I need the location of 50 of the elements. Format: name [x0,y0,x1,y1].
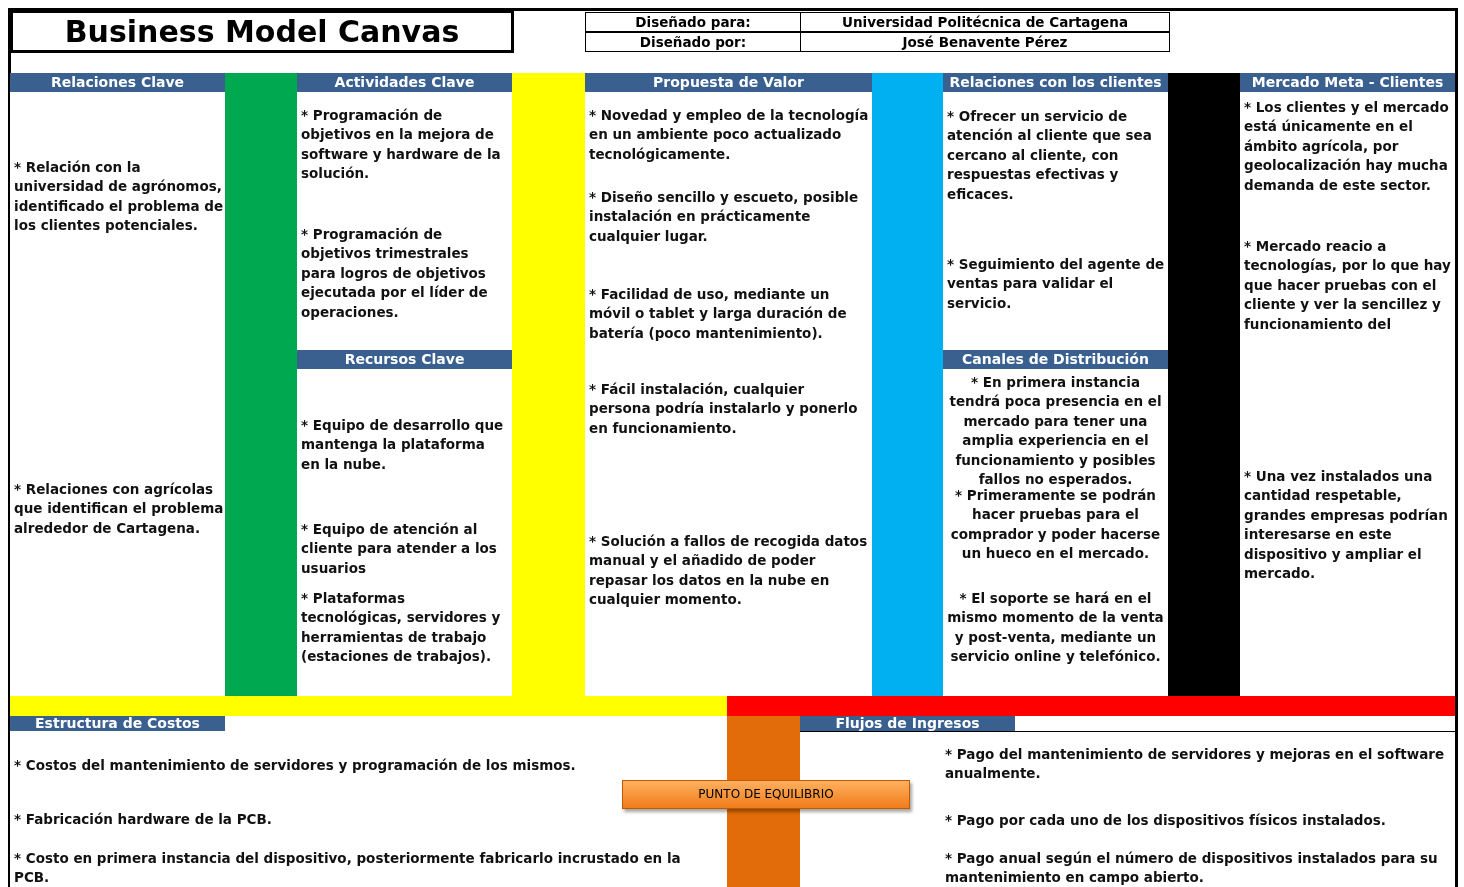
divider-bar [727,696,1455,716]
section-heading: Canales de Distribución [943,350,1168,369]
section-heading: Recursos Clave [297,350,512,369]
bullet-text: * Equipo de atención al cliente para atender a los usuarios [301,520,498,578]
bullet-text: * Costo en primera instancia del dispositivo, posteriormente fabricarlo incrustado en la PCB. [14,849,682,887]
divider-bar [512,73,585,696]
bullet-text: * Equipo de desarrollo que mantenga la plataforma en la nube. [301,416,505,474]
table-cell: José Benavente Pérez [800,32,1170,52]
bullet-text: * El soporte se hará en el mismo momento de la venta y post-venta, mediante un servicio online y telefónico. [946,589,1165,667]
section-heading: Flujos de Ingresos [800,716,1015,731]
bullet-text: * Plataformas tecnológicas, servidores y herramientas de trabajo (estaciones de trabajos). [301,589,502,667]
bullet-text: * Ofrecer un servicio de atención al cliente que sea cercano al cliente, con respuestas efectivas y eficaces. [947,107,1153,204]
action-button: PUNTO DE EQUILIBRIO [622,780,910,809]
bullet-text: * Facilidad de uso, mediante un móvil o tablet y larga duración de batería (poco mantenimiento). [589,285,848,343]
section-heading: Propuesta de Valor [585,73,872,92]
table-cell: Universidad Politécnica de Cartagena [800,12,1170,32]
bullet-text: * En primera instancia tendrá poca presencia en el mercado para tener una amplia experiencia en el funcionamiento y posibles fallos no esperados. [948,373,1163,488]
bullet-text: * Mercado reacio a tecnologías, por lo que hay que hacer pruebas con el cliente y ver la sencillez y funcionamiento del [1244,237,1452,334]
divider-bar [225,73,297,696]
bullet-text: * Los clientes y el mercado está únicamente en el ámbito agrícola, por geolocalización hay mucha demanda de este sector. [1244,98,1450,195]
bullet-text: * Pago anual según el número de dispositivos instalados para su mantenimiento en campo abierto. [945,849,1439,887]
canvas-section [10,73,225,696]
section-heading: Mercado Meta - Clientes [1240,73,1455,92]
divider-bar [872,73,943,696]
divider-bar [10,696,727,716]
bullet-text: * Seguimiento del agente de ventas para validar el servicio. [947,255,1165,313]
bullet-text: * Pago por cada uno de los dispositivos físicos instalados. [945,811,1387,830]
divider-bar [727,716,800,780]
bullet-text: * Fácil instalación, cualquier persona podría instalarlo y ponerlo en funcionamiento. [589,380,859,438]
bullet-text: * Solución a fallos de recogida datos manual y el añadido de poder repasar los datos en la nube en cualquier momento. [589,532,869,610]
bullet-text: * Primeramente se podrán hacer pruebas para el comprador y poder hacerse un hueco en el mercado. [949,487,1162,564]
table-cell: Diseñado para: [585,12,801,32]
bullet-text: * Una vez instalados una cantidad respetable, grandes empresas podrían interesarse en este dispositivo y ampliar el mercado. [1244,467,1449,584]
bullet-text: * Relaciones con agrícolas que identifican el problema alrededor de Cartagena. [14,480,224,538]
divider-bar [727,809,800,887]
bullet-text: * Programación de objetivos trimestrales para logros de objetivos ejecutada por el líder de operaciones. [301,225,489,322]
bullet-text: * Programación de objetivos en la mejora de software y hardware de la solución. [301,106,502,184]
section-heading: Actividades Clave [297,73,512,92]
section-heading: Estructura de Costos [10,716,225,731]
table-cell: Diseñado por: [585,32,801,52]
section-heading: Relaciones Clave [10,73,225,92]
bullet-text: * Fabricación hardware de la PCB. [14,810,273,829]
bullet-text: * Costos del mantenimiento de servidores y programación de los mismos. [14,756,577,775]
page-title: Business Model Canvas [10,10,514,53]
section-heading: Relaciones con los clientes [943,73,1168,92]
bullet-text: * Diseño sencillo y escueto, posible instalación en prácticamente cualquier lugar. [589,188,860,246]
bullet-text: * Pago del mantenimiento de servidores y mejoras en el software anualmente. [945,745,1446,784]
divider-bar [1168,73,1240,696]
bullet-text: * Relación con la universidad de agrónomos, identificado el problema de los clientes potenciales. [14,158,224,236]
bullet-text: * Novedad y empleo de la tecnología en un ambiente poco actualizado tecnológicamente. [589,106,869,164]
